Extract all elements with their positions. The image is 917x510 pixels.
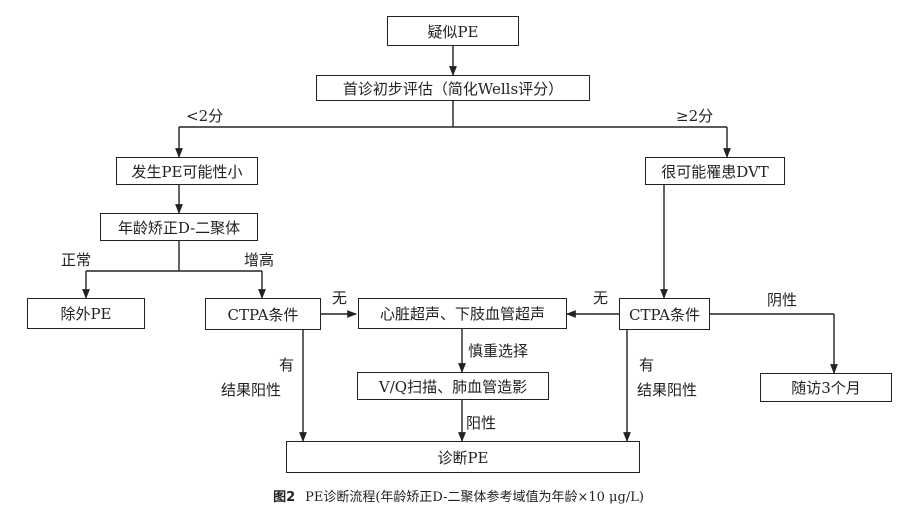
label-positive-left: 结果阳性: [221, 381, 282, 399]
node-ctpa-left: CTPA条件: [205, 298, 321, 330]
node-vq-scan-angiography: V/Q扫描、肺血管造影: [357, 372, 549, 400]
label-have-right: 有: [639, 356, 655, 374]
node-likely-dvt: 很可能罹患DVT: [645, 157, 785, 185]
label-elevated: 增高: [244, 251, 275, 269]
label-careful-choice: 慎重选择: [468, 342, 529, 360]
figure-number: 图2: [273, 490, 296, 505]
label-negative: 阴性: [767, 291, 798, 309]
label-positive-right: 结果阳性: [637, 381, 698, 399]
label-none-right: 无: [593, 289, 609, 307]
label-normal: 正常: [61, 251, 92, 269]
node-ctpa-right: CTPA条件: [619, 298, 710, 330]
node-diagnosis-pe: 诊断PE: [286, 441, 640, 473]
node-exclude-pe: 除外PE: [27, 298, 145, 329]
label-less-than-2: <2分: [186, 107, 224, 125]
label-ge-2: ≥2分: [676, 107, 714, 125]
node-initial-evaluation: 首诊初步评估（简化Wells评分）: [316, 75, 590, 101]
label-positive-mid: 阳性: [466, 414, 497, 432]
node-suspected-pe: 疑似PE: [387, 16, 519, 46]
node-follow-up-3-months: 随访3个月: [760, 373, 892, 402]
node-pe-unlikely: 发生PE可能性小: [116, 157, 258, 185]
figure-caption-text: PE诊断流程(年龄矫正D-二聚体参考域值为年龄×10 μg/L): [305, 490, 644, 505]
figure-caption: 图2 PE诊断流程(年龄矫正D-二聚体参考域值为年龄×10 μg/L): [0, 486, 917, 505]
node-echo-ultrasound: 心脏超声、下肢血管超声: [358, 298, 567, 329]
node-age-adjusted-d-dimer: 年龄矫正D-二聚体: [100, 213, 258, 241]
label-none-left: 无: [332, 289, 348, 307]
label-have-left: 有: [279, 356, 295, 374]
